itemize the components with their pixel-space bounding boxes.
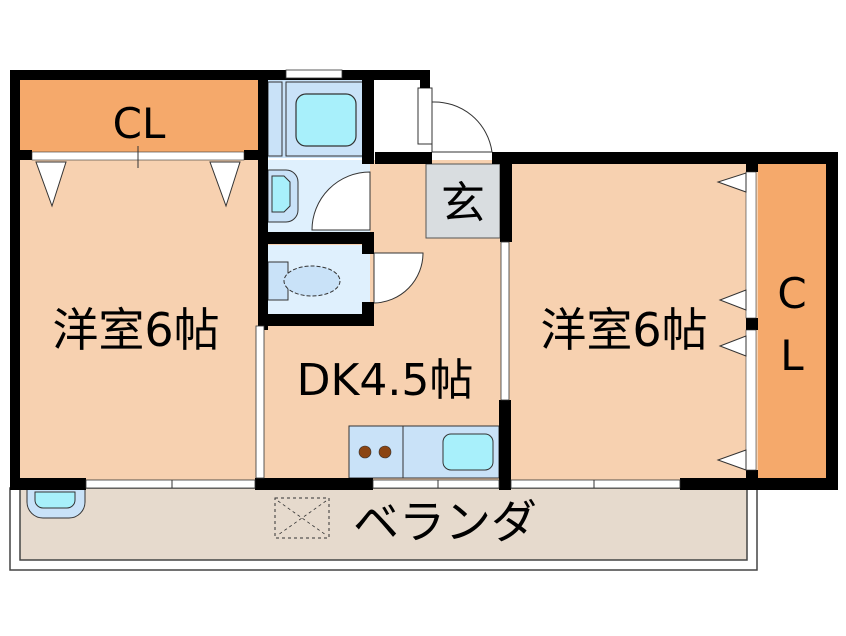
washroom-door[interactable] [311, 171, 371, 231]
right-closet [758, 163, 828, 478]
window-right [510, 479, 681, 489]
walls [10, 70, 838, 490]
sink-icon [442, 433, 494, 471]
sliding-door-right[interactable] [500, 241, 510, 401]
stove-burner-icon [358, 445, 372, 459]
toilet-icon [283, 265, 341, 297]
genkan-label: 玄 [441, 178, 485, 229]
stove-burner-icon [378, 445, 392, 459]
dk-label: DK4.5帖 [297, 355, 474, 406]
right-closet-label-c: C [777, 269, 806, 318]
closet-door-right-upper[interactable] [745, 171, 757, 319]
left-closet-label: CL [113, 99, 166, 148]
right-room-label: 洋室6帖 [540, 303, 707, 357]
toilet-door[interactable] [373, 252, 424, 304]
left-room-label: 洋室6帖 [52, 303, 219, 357]
veranda-label: ベランダ [353, 495, 537, 549]
bathtub-icon [295, 93, 357, 147]
closet-door-right-lower[interactable] [745, 329, 757, 471]
window-dk [372, 479, 500, 489]
genkan [425, 163, 501, 239]
right-room-floor [508, 160, 758, 480]
entrance-door[interactable] [431, 101, 493, 153]
veranda-floor [19, 487, 748, 561]
ac-unit-icon [274, 497, 330, 539]
window-bath [285, 69, 343, 79]
left-closet [20, 80, 258, 152]
right-closet-label-l: L [780, 331, 804, 380]
window-left [85, 479, 256, 489]
left-room-floor [18, 160, 258, 480]
sliding-door-left[interactable] [255, 325, 265, 479]
